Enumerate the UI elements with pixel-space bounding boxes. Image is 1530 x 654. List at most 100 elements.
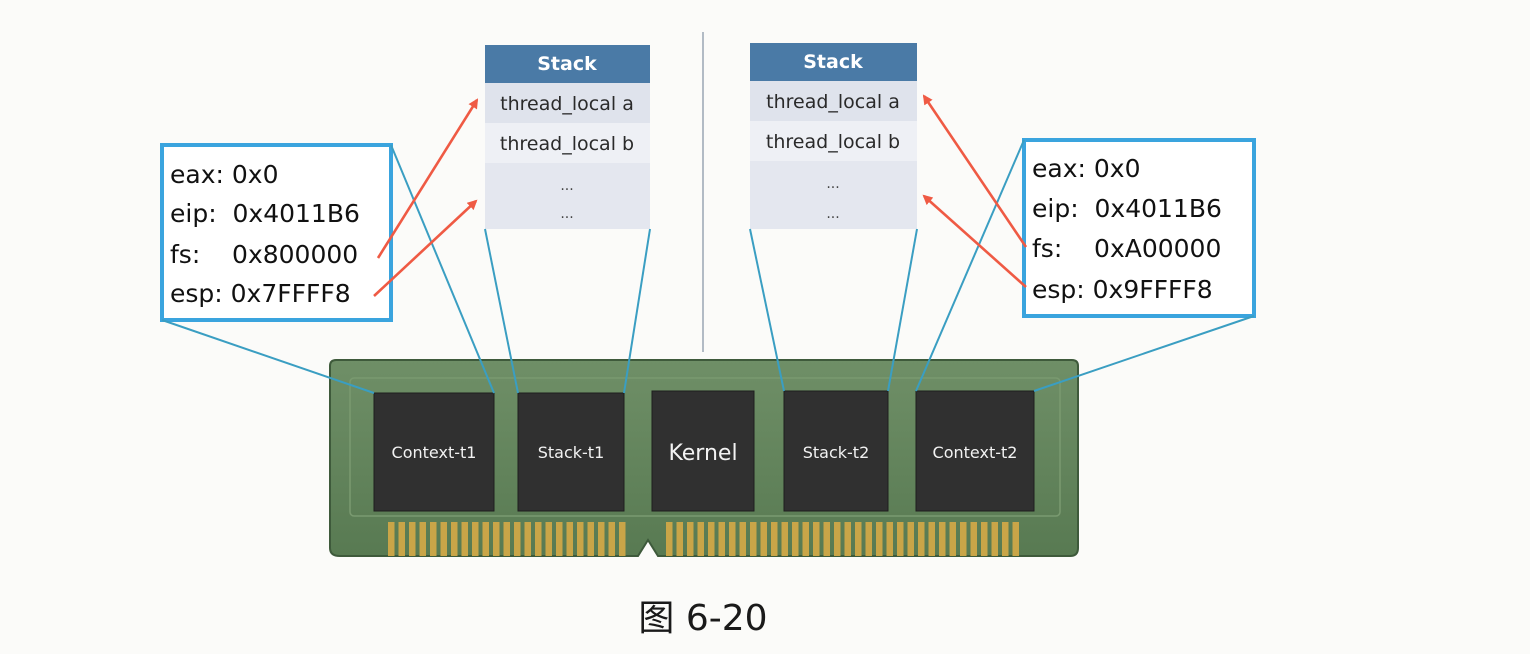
- connector-pin: [865, 522, 872, 556]
- connector-pin: [855, 522, 862, 556]
- register-eax: eax: 0x0: [1032, 154, 1140, 183]
- connector-pin: [886, 522, 893, 556]
- connector-pin: [949, 522, 956, 556]
- chip-context-t1: [373, 392, 495, 512]
- stack-cell-thread-local-a: thread_local a: [766, 91, 900, 113]
- connector-pin: [834, 522, 841, 556]
- connector-line: [915, 139, 1025, 392]
- stack-cell-thread-local-b: thread_local b: [500, 133, 634, 155]
- connector-pin: [687, 522, 694, 556]
- pointer-arrows: [373, 94, 1028, 297]
- connector-pin: [482, 522, 489, 556]
- connector-pin: [451, 522, 458, 556]
- register-eip: eip: 0x4011B6: [1032, 194, 1222, 223]
- connector-pin: [388, 522, 395, 556]
- chip-stack-t1: [517, 392, 625, 512]
- pins-right: [666, 522, 1019, 556]
- connector-pin: [676, 522, 683, 556]
- connector-pin: [1012, 522, 1019, 556]
- stack-cell-ellipsis: ...: [560, 178, 573, 194]
- pins-left: [388, 522, 626, 556]
- connector-line: [887, 228, 918, 392]
- chip-kernel: [651, 390, 755, 512]
- connector-pin: [577, 522, 584, 556]
- connector-pin: [918, 522, 925, 556]
- connector-pin: [792, 522, 799, 556]
- connector-pin: [619, 522, 626, 556]
- connector-pin: [608, 522, 615, 556]
- connector-pin: [970, 522, 977, 556]
- memory-board-inner: [349, 377, 1061, 517]
- connector-pin: [472, 522, 479, 556]
- connector-pin: [760, 522, 767, 556]
- connector-pin: [556, 522, 563, 556]
- connector-pin: [1002, 522, 1009, 556]
- register-fs: fs: 0x800000: [170, 240, 358, 269]
- chip-label-stack-t1: Stack-t1: [538, 443, 605, 462]
- connector-line: [749, 228, 785, 392]
- connector-pin: [503, 522, 510, 556]
- connector-pin: [907, 522, 914, 556]
- connector-pin: [718, 522, 725, 556]
- chip-label-stack-t2: Stack-t2: [803, 443, 870, 462]
- fs-pointer-arrow: [376, 98, 479, 259]
- stack-title: Stack: [803, 51, 863, 73]
- connector-pin: [461, 522, 468, 556]
- connector-pin: [440, 522, 447, 556]
- register-esp: esp: 0x9FFFF8: [1032, 275, 1213, 304]
- stack-cell-thread-local-b: thread_local b: [766, 131, 900, 153]
- connector-pin: [666, 522, 673, 556]
- connector-pin: [781, 522, 788, 556]
- esp-pointer-arrow: [922, 194, 1027, 288]
- connector-line: [390, 144, 495, 394]
- connector-line: [161, 319, 375, 394]
- connector-pin: [844, 522, 851, 556]
- stack-title: Stack: [537, 53, 597, 75]
- connector-pin: [430, 522, 437, 556]
- register-fs: fs: 0xA00000: [1032, 234, 1221, 263]
- chip-context-t2: [915, 390, 1035, 512]
- stack-cell-ellipsis: ...: [560, 206, 573, 222]
- chip-label-context-t1: Context-t1: [392, 443, 477, 462]
- connector-lines: [161, 139, 1255, 394]
- chip-stack-t2: [783, 390, 889, 512]
- connector-pin: [729, 522, 736, 556]
- stack-cell-thread-local-a: thread_local a: [500, 93, 634, 115]
- connector-line: [623, 228, 651, 394]
- connector-pin: [409, 522, 416, 556]
- connector-pin: [535, 522, 542, 556]
- connector-pin: [928, 522, 935, 556]
- stack-table-t1: Stack thread_local a thread_local b ... …: [485, 45, 650, 229]
- stack-table-t2: Stack thread_local a thread_local b ... …: [750, 43, 917, 229]
- connector-pin: [524, 522, 531, 556]
- connector-pin: [398, 522, 405, 556]
- connector-pin: [823, 522, 830, 556]
- connector-pin: [897, 522, 904, 556]
- connector-pin: [939, 522, 946, 556]
- connector-pin: [750, 522, 757, 556]
- connector-pin: [739, 522, 746, 556]
- connector-pin: [545, 522, 552, 556]
- connector-pin: [708, 522, 715, 556]
- connector-pin: [587, 522, 594, 556]
- connector-pin: [981, 522, 988, 556]
- connector-pin: [813, 522, 820, 556]
- connector-pin: [802, 522, 809, 556]
- connector-line: [1033, 315, 1255, 392]
- connector-pin: [771, 522, 778, 556]
- connector-line: [484, 228, 519, 394]
- connector-pin: [960, 522, 967, 556]
- figure-caption: 图 6-20: [638, 598, 767, 639]
- connector-pin: [697, 522, 704, 556]
- connector-pin: [876, 522, 883, 556]
- fs-pointer-arrow: [922, 94, 1028, 248]
- connector-pin: [598, 522, 605, 556]
- connector-pin: [566, 522, 573, 556]
- register-eip: eip: 0x4011B6: [170, 199, 360, 228]
- memory-module: Context-t1 Stack-t1 Kernel Stack-t2 Cont…: [329, 359, 1079, 557]
- register-esp: esp: 0x7FFFF8: [170, 279, 351, 308]
- register-eax: eax: 0x0: [170, 160, 278, 189]
- stack-cell-ellipsis: ...: [826, 176, 839, 192]
- connector-pin: [493, 522, 500, 556]
